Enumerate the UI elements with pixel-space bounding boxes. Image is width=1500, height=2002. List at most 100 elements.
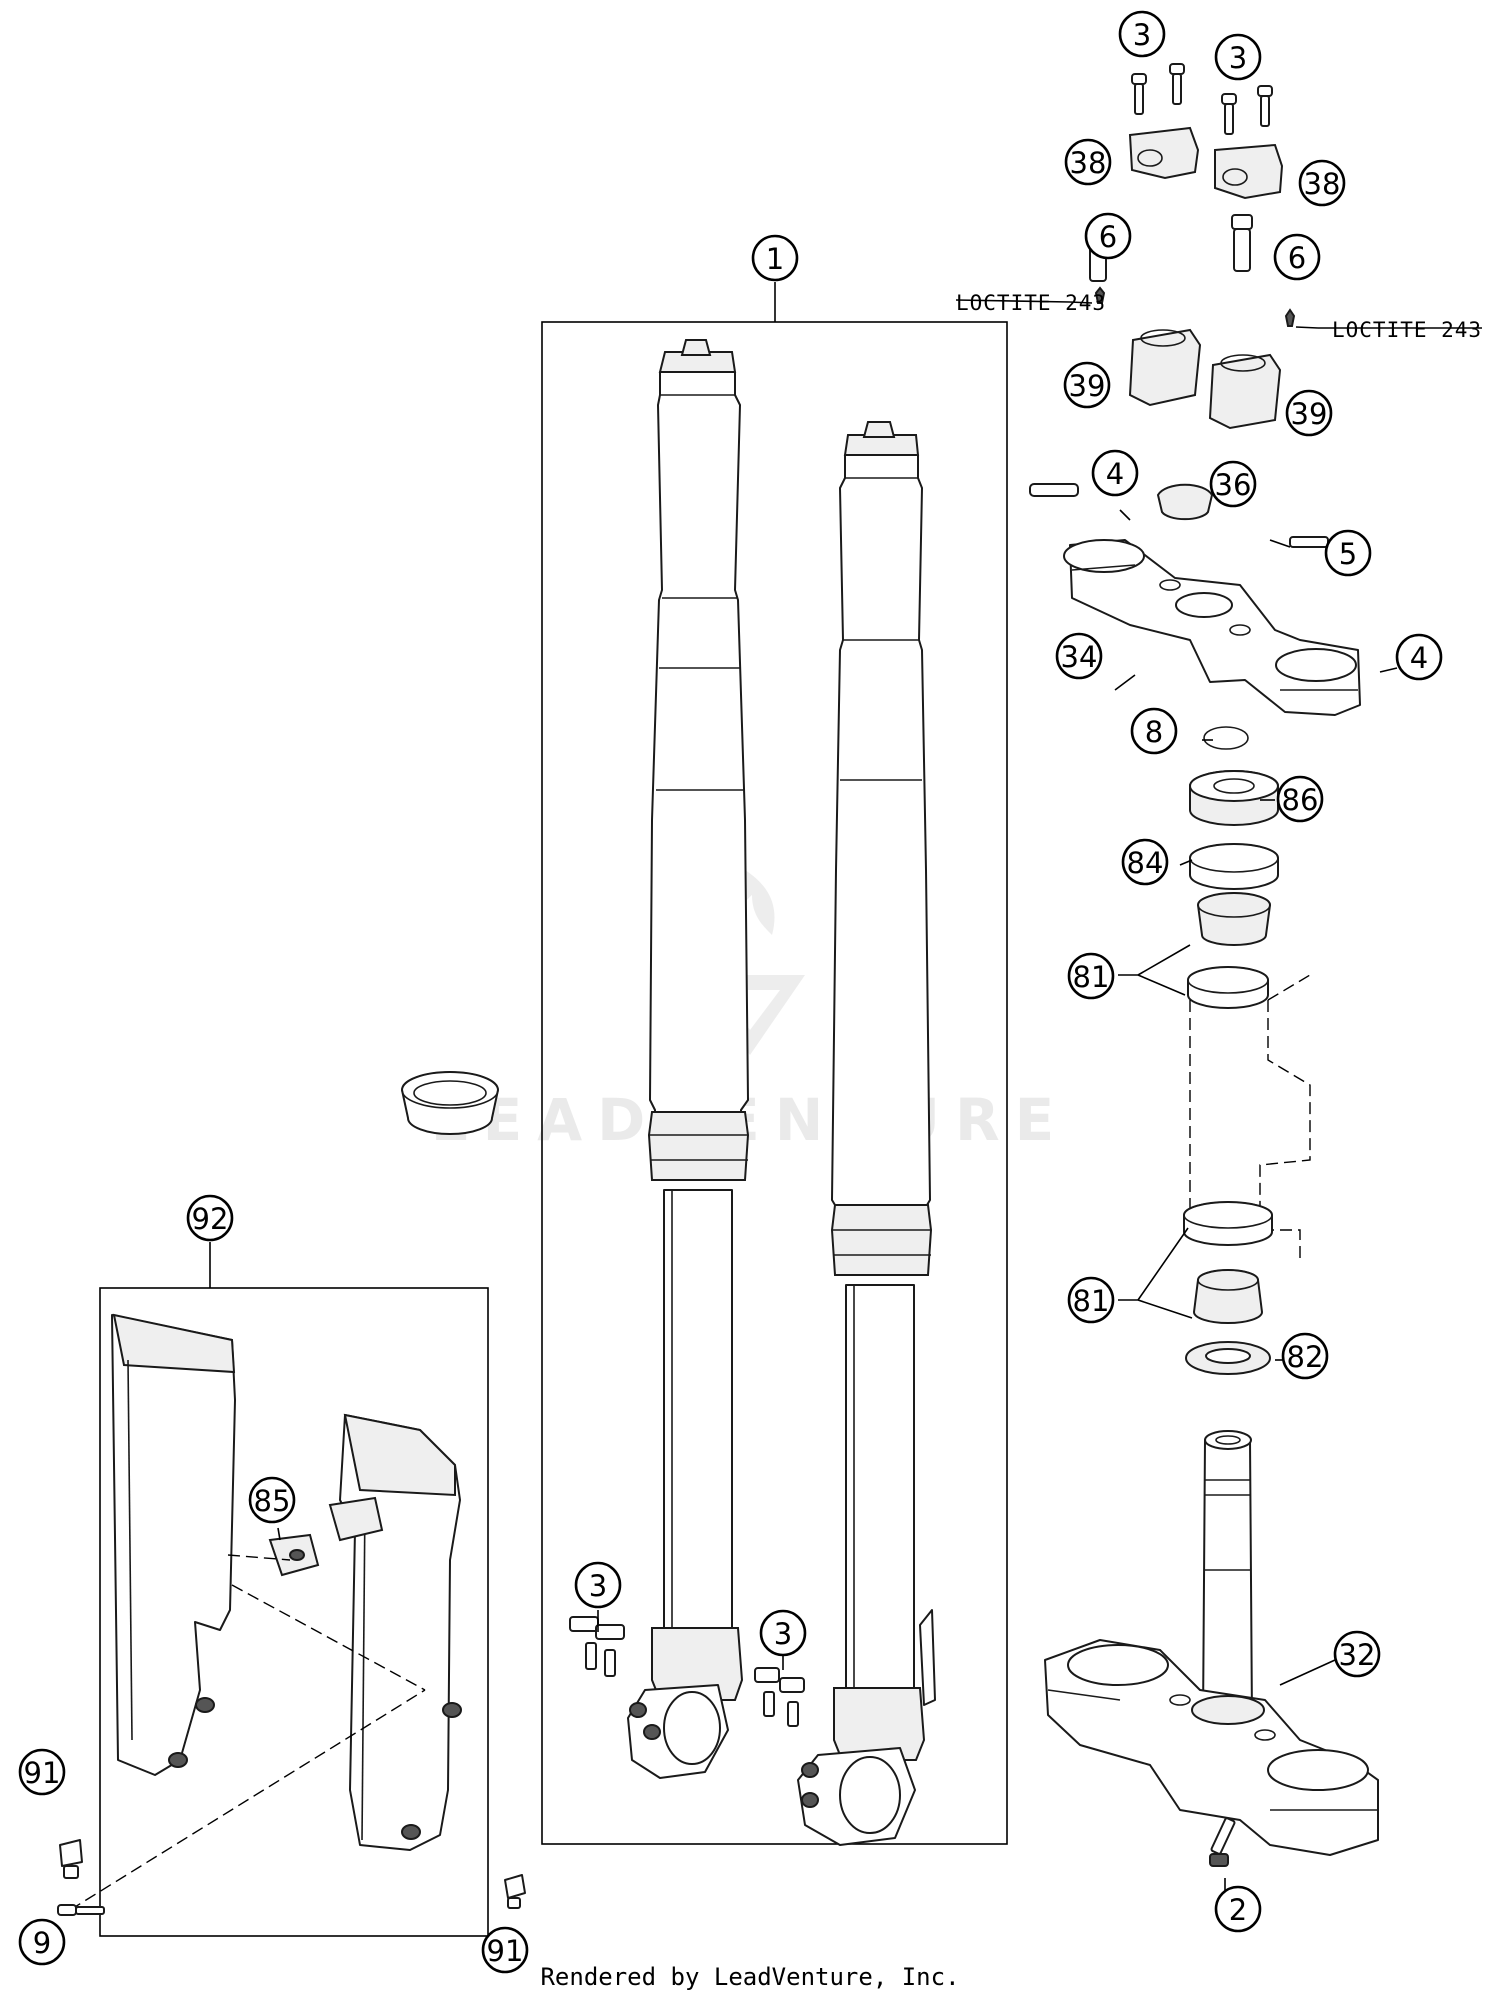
callout-3-fork-left: 3 [574, 1561, 622, 1609]
callout-number: 2 [1229, 1893, 1247, 1927]
callout-circle [1324, 529, 1372, 577]
callout-circle [481, 1926, 529, 1974]
callout-number: 84 [1127, 846, 1164, 880]
callout-3-top-right: 3 [1214, 33, 1262, 81]
callout-circle [1281, 1332, 1329, 1380]
callout-circle [759, 1609, 807, 1657]
fork-clamp-bolts [569, 1616, 805, 1727]
callout-circle [574, 1561, 622, 1609]
callout-number: 9 [33, 1926, 51, 1960]
callout-number: 91 [487, 1934, 524, 1968]
callout-circle [18, 1748, 66, 1796]
callout-81-top: 81 [1067, 952, 1115, 1000]
callout-number: 4 [1410, 641, 1428, 675]
callout-circle [1067, 952, 1115, 1000]
callout-circle [1067, 1276, 1115, 1324]
callout-number: 3 [589, 1569, 607, 1603]
headset-parts [1183, 726, 1311, 1375]
callout-number: 92 [192, 1202, 229, 1236]
fork-guard-box [99, 1287, 489, 1937]
callout-36: 36 [1209, 460, 1257, 508]
callout-number: 5 [1339, 537, 1357, 571]
callout-circle [1055, 632, 1103, 680]
loctite-note-right: LOCTITE 243 [1332, 318, 1482, 342]
callout-5: 5 [1324, 529, 1372, 577]
callout-number: 8 [1145, 715, 1163, 749]
callout-number: 39 [1291, 397, 1328, 431]
handlebar-clamp-hardware [1087, 63, 1296, 430]
callout-circle [1395, 633, 1443, 681]
callout-circle [1063, 361, 1111, 409]
callout-circle [751, 234, 799, 282]
callout-circle [1091, 449, 1139, 497]
watermark: LEADVENTURE [431, 870, 1070, 1154]
callout-92: 92 [186, 1194, 234, 1242]
callout-number: 3 [774, 1617, 792, 1651]
callout-circle [248, 1476, 296, 1524]
callout-4-top: 4 [1091, 449, 1139, 497]
callout-8: 8 [1130, 707, 1178, 755]
callout-86: 86 [1276, 775, 1324, 823]
watermark-text: LEADVENTURE [431, 1086, 1070, 1154]
lower-triple-clamp-stem [1044, 1430, 1379, 1867]
right-fork-leg [797, 421, 936, 1846]
callout-91-right: 91 [481, 1926, 529, 1974]
callout-circle [1064, 138, 1112, 186]
callout-circle [1084, 212, 1132, 260]
callout-circle [1118, 10, 1166, 58]
callout-circle [1214, 1885, 1262, 1933]
footer-credit: Rendered by LeadVenture, Inc. [540, 1963, 959, 1991]
callout-circle [1276, 775, 1324, 823]
callout-circle [1209, 460, 1257, 508]
upper-triple-clamp [1029, 483, 1361, 716]
callout-number: 39 [1069, 369, 1106, 403]
callout-number: 91 [24, 1756, 61, 1790]
callout-84: 84 [1121, 838, 1169, 886]
callout-circle [1130, 707, 1178, 755]
callout-91-left: 91 [18, 1748, 66, 1796]
callout-circle [18, 1918, 66, 1966]
fork-guards [57, 1313, 526, 1916]
callout-39-right: 39 [1285, 389, 1333, 437]
callout-circle [1121, 838, 1169, 886]
callout-3-fork-right: 3 [759, 1609, 807, 1657]
callout-circle [1273, 233, 1321, 281]
callout-number: 3 [1133, 18, 1151, 52]
loose-fork-ring [401, 1071, 499, 1135]
callout-number: 1 [766, 242, 784, 276]
callout-9: 9 [18, 1918, 66, 1966]
callout-38-right: 38 [1298, 159, 1346, 207]
left-fork-leg [627, 339, 750, 1779]
callout-number: 81 [1073, 960, 1110, 994]
callout-number: 32 [1339, 1638, 1376, 1672]
callout-number: 34 [1061, 640, 1098, 674]
callout-circle [1333, 1630, 1381, 1678]
callout-number: 38 [1304, 167, 1341, 201]
callout-6-left: 6 [1084, 212, 1132, 260]
callout-82: 82 [1281, 1332, 1329, 1380]
callout-number: 6 [1288, 241, 1306, 275]
callout-number: 82 [1287, 1340, 1324, 1374]
leader-lines [209, 282, 1482, 1905]
callout-number: 6 [1099, 220, 1117, 254]
callout-4-right: 4 [1395, 633, 1443, 681]
callout-number: 81 [1073, 1284, 1110, 1318]
callout-1: 1 [751, 234, 799, 282]
callout-circle [186, 1194, 234, 1242]
callout-38-left: 38 [1064, 138, 1112, 186]
callout-85: 85 [248, 1476, 296, 1524]
callout-circle [1214, 33, 1262, 81]
callout-39-left: 39 [1063, 361, 1111, 409]
callout-6-right: 6 [1273, 233, 1321, 281]
callout-number: 38 [1070, 146, 1107, 180]
callout-number: 86 [1282, 783, 1319, 817]
callout-32: 32 [1333, 1630, 1381, 1678]
callout-34: 34 [1055, 632, 1103, 680]
callout-number: 3 [1229, 41, 1247, 75]
callout-circle [1285, 389, 1333, 437]
callout-2: 2 [1214, 1885, 1262, 1933]
callout-3-top-left: 3 [1118, 10, 1166, 58]
callout-number: 4 [1106, 457, 1124, 491]
